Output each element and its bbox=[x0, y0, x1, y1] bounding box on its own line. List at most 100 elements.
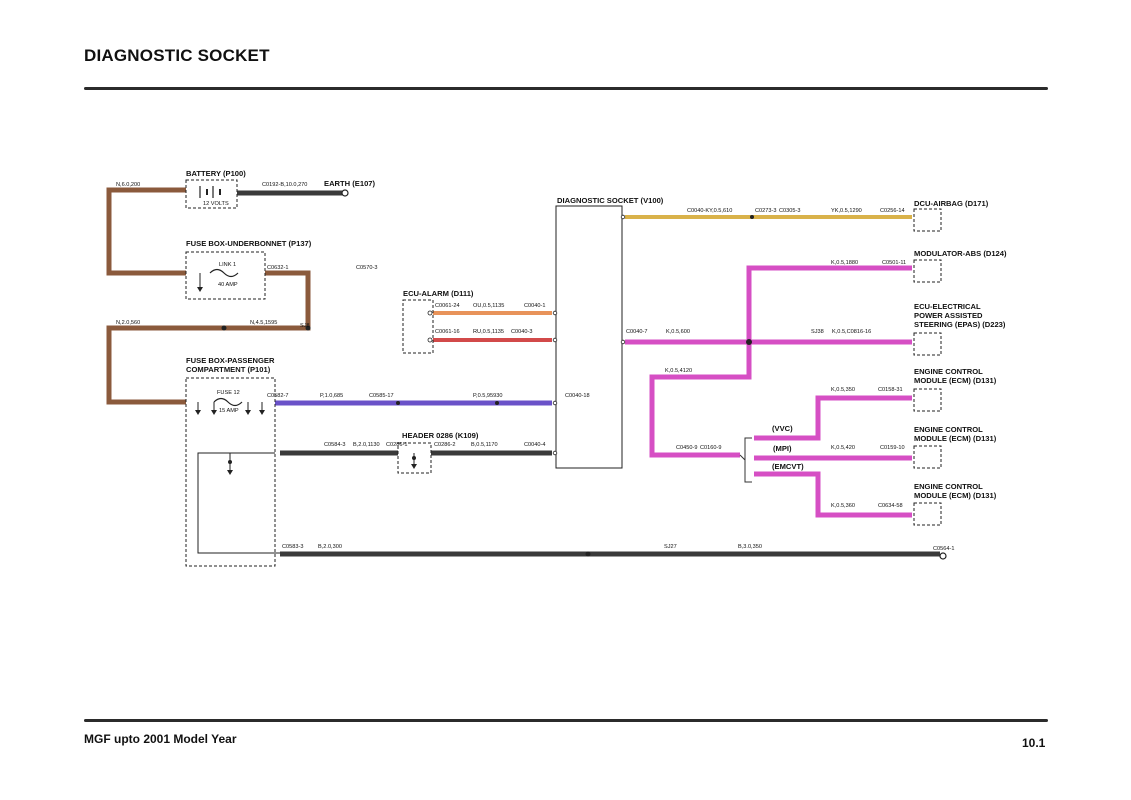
fusebox-pass-label-1: FUSE BOX-PASSENGER bbox=[186, 356, 275, 365]
diagnostic-socket-box bbox=[555, 205, 623, 469]
page-title: DIAGNOSTIC SOCKET bbox=[84, 46, 270, 65]
wire-battery-to-fusebox-under bbox=[106, 187, 186, 276]
wire-label: K,0.5,C0816-16 bbox=[832, 329, 871, 335]
epas-box bbox=[913, 332, 942, 356]
connector-label: C0584-3 bbox=[324, 442, 345, 448]
connector-label: C0583-3 bbox=[282, 544, 303, 550]
earth-terminal-icon bbox=[341, 189, 349, 197]
ecu-alarm-label: ECU-ALARM (D111) bbox=[403, 289, 474, 298]
variant-emcvt: (EMCVT) bbox=[772, 462, 804, 471]
connector-label: C0286-2 bbox=[434, 442, 455, 448]
connector-label: C0582-7 bbox=[267, 393, 288, 399]
wire-fusebox-under-to-fusebox-pass bbox=[106, 270, 311, 405]
wire-ecm-vvc bbox=[754, 395, 912, 441]
splice-sj8 bbox=[305, 325, 311, 331]
wire-label: C0040-KY,0.5,610 bbox=[687, 208, 732, 214]
connector-label: C0450-9 bbox=[676, 445, 697, 451]
connector-label: C0160-9 bbox=[700, 445, 721, 451]
wire-label: YK,0.5,1290 bbox=[831, 208, 862, 214]
wire-label: P,1.0,685 bbox=[320, 393, 343, 399]
connector-label: C0061-16 bbox=[435, 329, 460, 335]
wire-label: K,0.5,420 bbox=[831, 445, 855, 451]
epas-label-2: POWER ASSISTED bbox=[914, 311, 983, 320]
wire-label: K,0.5,4120 bbox=[665, 368, 692, 374]
variant-bracket bbox=[744, 437, 752, 483]
ecm1-label-2: MODULE (ECM) (D131) bbox=[914, 376, 997, 385]
fusebox-under-box bbox=[185, 251, 266, 300]
arrow-down-icon bbox=[197, 287, 203, 292]
epas-label-1: ECU-ELECTRICAL bbox=[914, 302, 981, 311]
battery-label: BATTERY (P100) bbox=[186, 169, 246, 178]
ecm-emcvt-box bbox=[913, 502, 942, 526]
fusebox-pass-box bbox=[185, 377, 276, 567]
splice-n45 bbox=[221, 325, 227, 331]
connector-label: C0286-1 bbox=[386, 442, 407, 448]
connector-label: C0061-24 bbox=[435, 303, 460, 309]
connector-label: C0634-58 bbox=[878, 503, 903, 509]
wire-label: B,0.5,1170 bbox=[471, 442, 498, 448]
splice-label: SJ8 bbox=[300, 323, 310, 329]
header-rule bbox=[84, 87, 1048, 90]
connector-label: C0040-1 bbox=[524, 303, 545, 309]
ecm2-label-2: MODULE (ECM) (D131) bbox=[914, 434, 997, 443]
ecm3-label-2: MODULE (ECM) (D131) bbox=[914, 491, 997, 500]
mod-abs-box bbox=[913, 259, 942, 283]
fusebox-pass-circuit bbox=[197, 452, 280, 554]
connector-label: C0159-10 bbox=[880, 445, 905, 451]
epas-label-3: STEERING (EPAS) (D223) bbox=[914, 320, 1006, 329]
wire-label: K,0.5,360 bbox=[831, 503, 855, 509]
connector-label: C0570-3 bbox=[356, 265, 377, 271]
wire-label: N,6.0,200 bbox=[116, 182, 140, 188]
connector-label: C0501-11 bbox=[882, 260, 906, 266]
connector-label: C0158-31 bbox=[878, 387, 903, 393]
link1-fuse-icon bbox=[209, 268, 239, 278]
header-box bbox=[397, 442, 432, 474]
splice-label: SJ38 bbox=[811, 329, 824, 335]
fuse12-label: FUSE 12 bbox=[217, 390, 240, 396]
connector-label: C0040-3 bbox=[511, 329, 532, 335]
fusebox-under-label: FUSE BOX-UNDERBONNET (P137) bbox=[186, 239, 312, 248]
wire-label: RU,0.5,1135 bbox=[473, 329, 504, 335]
connector-label: C0040-4 bbox=[524, 442, 545, 448]
wire-label: K,0.5,600 bbox=[666, 329, 690, 335]
fuse12-amp: 15 AMP bbox=[219, 408, 239, 414]
variant-mpi: (MPI) bbox=[773, 444, 792, 453]
ecm3-label-1: ENGINE CONTROL bbox=[914, 482, 983, 491]
ecm-mpi-box bbox=[913, 445, 942, 469]
earth-c0564-icon bbox=[939, 552, 947, 560]
splice-sj27 bbox=[585, 551, 591, 557]
battery-box bbox=[185, 179, 238, 209]
ecu-alarm-box bbox=[402, 299, 434, 354]
wire-label: N,4.5,1595 bbox=[250, 320, 277, 326]
connector-label: C0632-1 bbox=[267, 265, 288, 271]
wire-label: K,0.5,1880 bbox=[831, 260, 858, 266]
ecm1-label-1: ENGINE CONTROL bbox=[914, 367, 983, 376]
connector-label: C0192-B,10.0,270 bbox=[262, 182, 307, 188]
link1-label: LINK 1 bbox=[219, 262, 236, 268]
ecm-vvc-box bbox=[913, 388, 942, 412]
wire-abs-branch bbox=[746, 265, 912, 342]
connector-label: C0040-7 bbox=[626, 329, 647, 335]
splice-sj38 bbox=[746, 339, 752, 345]
footer-page-number: 10.1 bbox=[1022, 736, 1046, 750]
wire-label: K,0.5,350 bbox=[831, 387, 855, 393]
footer-rule bbox=[84, 719, 1048, 722]
fusebox-pass-label-2: COMPARTMENT (P101) bbox=[186, 365, 271, 374]
header-label: HEADER 0286 (K109) bbox=[402, 431, 479, 440]
wire-label: B,2.0,300 bbox=[318, 544, 342, 550]
footer-model-year: MGF upto 2001 Model Year bbox=[84, 732, 237, 746]
wire-label: P,0.5,95930 bbox=[473, 393, 502, 399]
connector-label: C0305-3 bbox=[779, 208, 800, 214]
connector-label: C0273-3 bbox=[755, 208, 776, 214]
connector-label: C0040-18 bbox=[565, 393, 590, 399]
wire-ecm-emcvt bbox=[754, 471, 912, 518]
wire-label: N,2.0,560 bbox=[116, 320, 140, 326]
wire-label: B,3.0,350 bbox=[738, 544, 762, 550]
connector-label: C0564-1 bbox=[933, 546, 954, 552]
wire-ecm-branch bbox=[649, 342, 752, 458]
connector-label: C0256-14 bbox=[880, 208, 905, 214]
battery-volts: 12 VOLTS bbox=[203, 201, 229, 207]
variant-vvc: (VVC) bbox=[772, 424, 793, 433]
connector-label: C0585-17 bbox=[369, 393, 394, 399]
link1-amp: 40 AMP bbox=[218, 282, 238, 288]
